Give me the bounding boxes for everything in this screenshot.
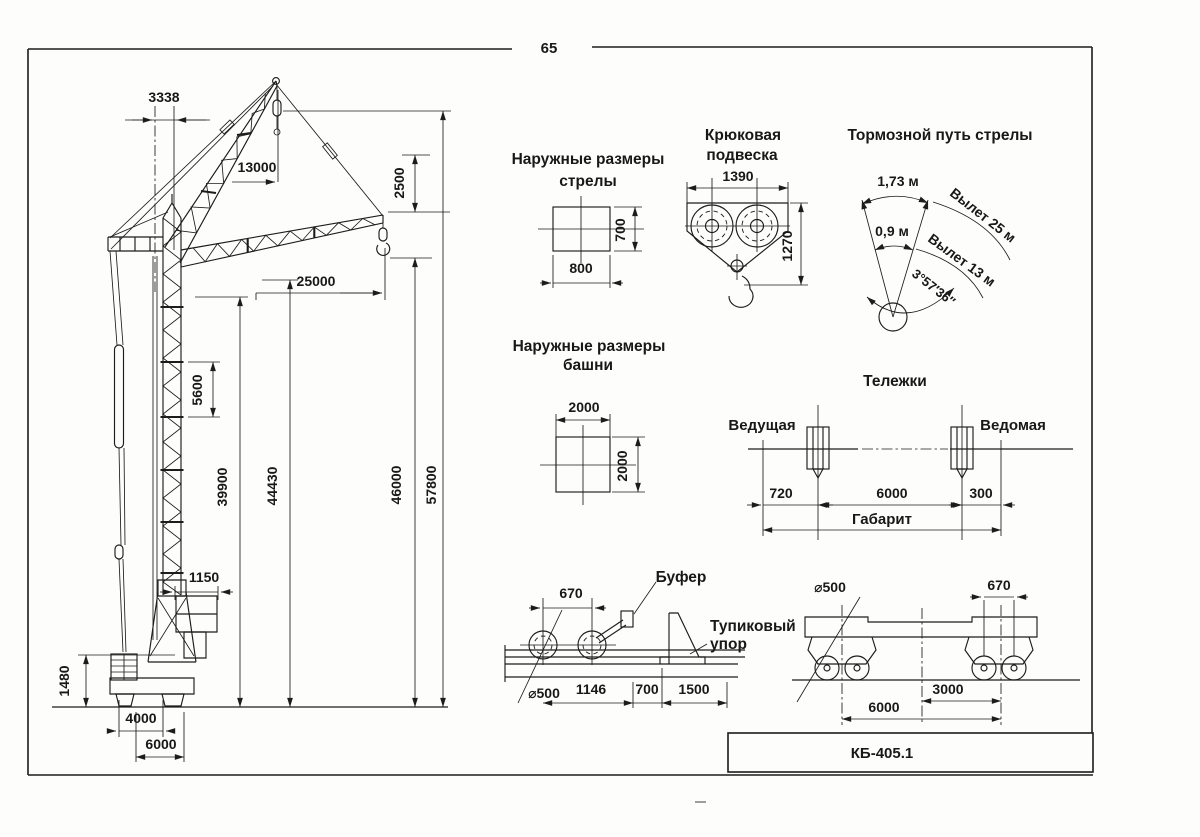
boom-height: 700	[612, 218, 628, 242]
endstop-label-1: Тупиковый	[710, 618, 796, 635]
dim-44430: 44430	[264, 466, 280, 505]
braking-path-13: 0,9 м	[875, 223, 909, 239]
sheet-frame	[27, 46, 1093, 803]
driven-trolley-label: Ведомая	[980, 417, 1046, 434]
dim-6000-trolleys: 6000	[876, 485, 907, 501]
buffer-endstop-view: 670 Буфер Тупиковый упор ⌀500 1146 700 1…	[504, 569, 796, 708]
dim-5600: 5600	[189, 374, 205, 405]
boom-section-title-1: Наружные размеры	[512, 151, 665, 168]
dim-1146: 1146	[576, 681, 607, 697]
dim-3000: 3000	[932, 681, 963, 697]
radius-25-label: Вылет 25 м	[947, 184, 1019, 245]
braking-path-diagram: Тормозной путь стрелы 1,73 м 0,9 м Вылет…	[847, 127, 1033, 332]
overall-gauge-label: Габарит	[852, 511, 912, 528]
driving-trolley-label: Ведущая	[728, 417, 795, 434]
trolleys-view: Тележки Ведущая Ведомая 720 6000 300 Габ…	[728, 373, 1073, 540]
dim-1500: 1500	[678, 681, 709, 697]
page-number: 65	[541, 40, 558, 57]
dim-4000: 4000	[125, 710, 156, 726]
dim-670-buffer: 670	[559, 585, 583, 601]
dim-1150: 1150	[189, 569, 220, 585]
dim-57800: 57800	[423, 465, 439, 504]
tower-cross-section: Наружные размеры башни 2000 2000	[513, 338, 666, 505]
dim-720: 720	[769, 485, 793, 501]
tower-height: 2000	[614, 450, 630, 481]
dim-3338: 3338	[148, 89, 179, 105]
braking-title: Тормозной путь стрелы	[847, 127, 1032, 144]
boom-section-title-2: стрелы	[559, 173, 616, 190]
dim-39900: 39900	[214, 467, 230, 506]
dim-25000: 25000	[297, 273, 336, 289]
dim-13000: 13000	[238, 159, 277, 175]
model-code: КБ-405.1	[851, 745, 913, 762]
trolleys-title: Тележки	[863, 373, 927, 390]
hook-title-1: Крюковая	[705, 127, 781, 144]
dim-6000-base: 6000	[145, 736, 176, 752]
braking-path-25: 1,73 м	[877, 173, 919, 189]
endstop-label-2: упор	[710, 636, 747, 653]
bogies-view: ⌀500 670 3000 6000	[792, 577, 1080, 725]
wheel-dia-bogies: ⌀500	[814, 579, 846, 595]
wheel-dia-buffer: ⌀500	[528, 685, 560, 701]
hook-title-2: подвеска	[706, 147, 778, 164]
hook-block-view: Крюковая подвеска 1390 1270	[685, 127, 808, 308]
crane-elevation: 3338 13000 2500 25000 39900 44430 46000	[52, 77, 451, 762]
boom-cross-section: Наружные размеры стрелы 700 800	[512, 151, 665, 288]
title-block: КБ-405.1	[727, 732, 1094, 773]
tower-section-title-1: Наружные размеры	[513, 338, 666, 355]
dim-700: 700	[635, 681, 659, 697]
crane-dimensions: 3338 13000 2500 25000 39900 44430 46000	[56, 89, 451, 762]
hook-width: 1390	[722, 168, 753, 184]
buffer-label: Буфер	[656, 569, 707, 586]
slew-angle-label: 3°57′36″	[909, 266, 958, 309]
tower-width: 2000	[568, 399, 599, 415]
dim-1480: 1480	[56, 665, 72, 696]
hook-height: 1270	[779, 230, 795, 261]
dim-2500: 2500	[391, 167, 407, 198]
dim-6000-bogies: 6000	[868, 699, 899, 715]
dim-300: 300	[969, 485, 993, 501]
boom-width: 800	[569, 260, 593, 276]
dim-46000: 46000	[388, 465, 404, 504]
tower-section-title-2: башни	[563, 357, 613, 374]
dim-670-bogies: 670	[987, 577, 1011, 593]
